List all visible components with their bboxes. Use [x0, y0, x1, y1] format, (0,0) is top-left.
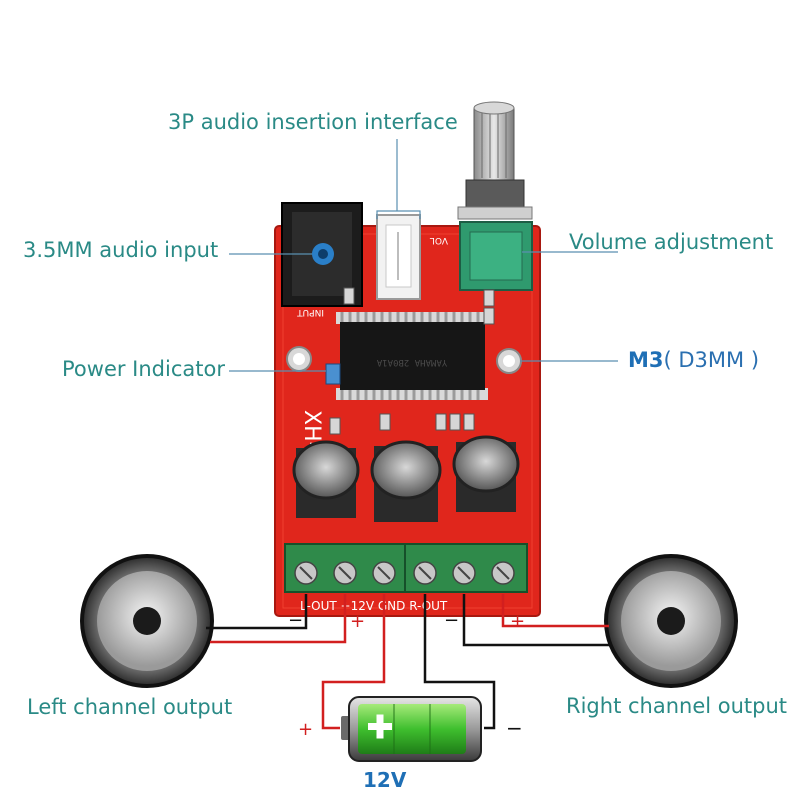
- label-right-output: Right channel output: [566, 694, 788, 718]
- label-3p-audio-insertion: 3P audio insertion interface: [168, 110, 458, 134]
- 3p-connector: [376, 214, 421, 300]
- label-left-output: Left channel output: [27, 695, 233, 719]
- label-power-indicator: Power Indicator: [62, 357, 225, 381]
- label-m3: M3( D3MM ): [628, 348, 759, 372]
- battery-plus-mark: +: [298, 719, 313, 740]
- battery: [341, 696, 482, 762]
- label-volume-adjustment: Volume adjustment: [569, 230, 774, 254]
- volume-knob: [457, 101, 533, 291]
- label-voltage: 12V: [363, 768, 407, 792]
- terminal-labels: L-OUT +12V GND R-OUT: [300, 599, 448, 613]
- capacitors: [292, 435, 520, 522]
- right-speaker: [604, 554, 738, 688]
- power-led: [325, 363, 341, 385]
- vol-mark: VOL: [430, 235, 448, 245]
- right-minus-mark: −: [444, 610, 459, 631]
- input-mark: INPUT: [297, 307, 324, 317]
- smd-components: [329, 287, 495, 435]
- label-audio-input: 3.5MM audio input: [23, 238, 219, 262]
- left-plus-mark: +: [350, 611, 365, 632]
- left-speaker: [80, 554, 214, 688]
- audio-jack: [281, 202, 363, 307]
- wiring: [206, 594, 609, 730]
- label-m3-rest: ( D3MM ): [663, 348, 760, 372]
- label-m3-bold: M3: [628, 348, 664, 372]
- terminal-blocks: [284, 543, 528, 593]
- right-plus-mark: +: [510, 611, 525, 632]
- leader-lines: [229, 139, 618, 372]
- battery-minus-mark: −: [506, 716, 523, 740]
- left-minus-mark: −: [288, 610, 303, 631]
- chip-marking: YAMAHA 2B0A1A: [376, 357, 447, 367]
- amplifier-chip: YAMAHA 2B0A1A: [336, 312, 488, 400]
